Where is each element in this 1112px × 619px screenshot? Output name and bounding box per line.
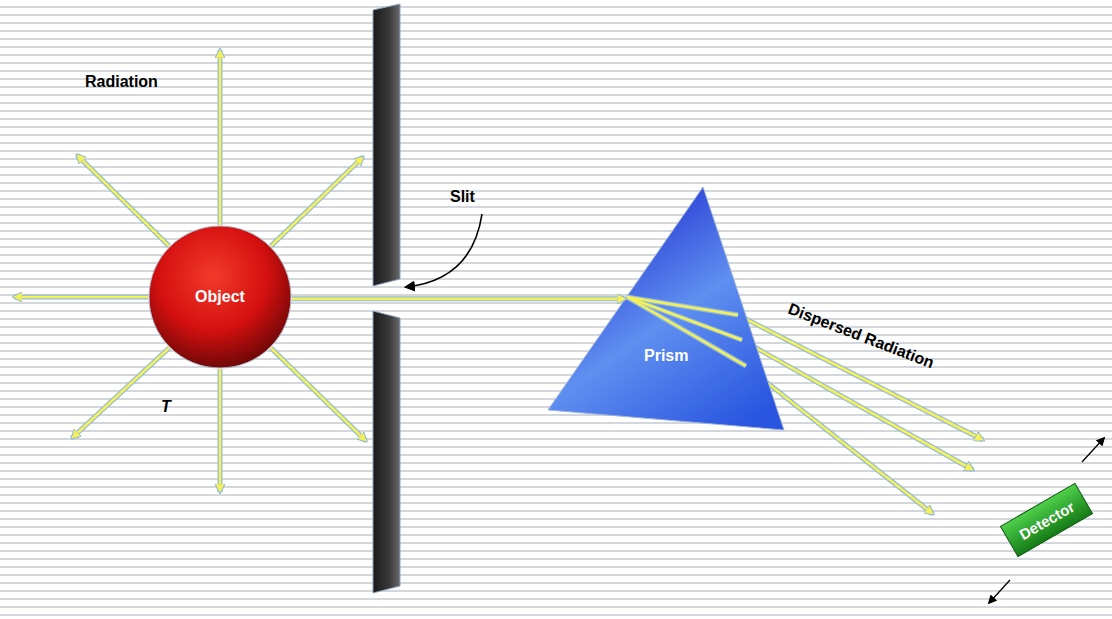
radiation-label: Radiation	[85, 73, 158, 91]
slit-pointer	[406, 214, 482, 287]
temperature-symbol: T	[161, 398, 171, 416]
detector-box: Detector	[999, 483, 1092, 558]
slit-wall	[373, 4, 400, 593]
light-beam	[292, 298, 625, 299]
node-text: Prism	[644, 347, 688, 365]
prism-shape-outline	[548, 187, 784, 430]
slit-label: Slit	[450, 188, 475, 206]
dispersed-radiation-label: Dispersed Radiation	[786, 300, 937, 372]
node-text: Object	[195, 288, 245, 306]
prism-shape: Prism	[548, 187, 784, 430]
object-sphere: Object	[148, 225, 292, 369]
radiation-arrows	[14, 50, 366, 492]
detector-motion-arrows	[989, 438, 1104, 603]
